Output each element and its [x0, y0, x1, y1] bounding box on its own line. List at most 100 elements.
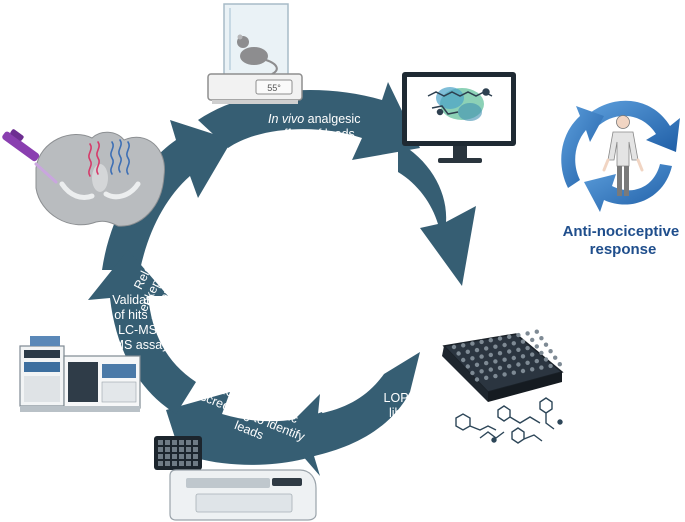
reader-well	[193, 461, 198, 466]
plate-well	[474, 362, 480, 367]
plate-well	[530, 337, 535, 343]
plate-well	[484, 360, 489, 366]
plate-well	[553, 355, 558, 360]
reader-well	[158, 454, 163, 459]
plate-well	[557, 362, 562, 367]
plate-well	[479, 339, 484, 345]
plate-well	[507, 334, 512, 339]
plate-well	[497, 351, 503, 356]
plate-well	[493, 373, 498, 379]
reader-well	[193, 454, 198, 459]
plate-well	[470, 341, 475, 346]
plate-well	[461, 357, 466, 363]
plate-well	[539, 336, 544, 341]
response-illustration: Anti-nociceptive response	[561, 100, 684, 258]
plate-well	[465, 349, 470, 354]
plate-well	[539, 365, 544, 370]
plate-well	[534, 358, 539, 364]
plate-well	[488, 352, 493, 358]
plate-well	[511, 341, 516, 346]
plate-well	[497, 365, 503, 371]
mouse-icon	[237, 34, 278, 75]
monitor-illustration	[402, 72, 516, 163]
cycle-arrows-icon	[561, 100, 680, 212]
pipette-icon	[2, 129, 58, 184]
reader-well	[172, 440, 177, 445]
reader-well	[158, 440, 163, 445]
plate-well	[474, 347, 480, 353]
plate-well	[511, 370, 516, 375]
plate-well	[470, 370, 475, 376]
plate-well	[525, 360, 530, 365]
plate-well	[461, 343, 466, 348]
arrow-ace	[166, 392, 334, 478]
reader-well	[186, 440, 191, 445]
plate-well	[507, 364, 512, 369]
arrow-release	[102, 120, 232, 270]
reader-well	[179, 440, 184, 445]
reader-well	[179, 461, 184, 466]
reader-well	[158, 447, 163, 452]
reader-well	[172, 454, 177, 459]
plate-well	[488, 338, 493, 343]
reader-well	[179, 447, 184, 452]
plate-well	[516, 347, 521, 352]
hot-plate-illustration: 55°	[207, 3, 303, 104]
plate-well	[539, 350, 544, 356]
reader-well	[165, 454, 170, 459]
plate-well	[470, 356, 475, 361]
plate-well	[484, 346, 489, 351]
cycle-arrows	[88, 82, 476, 478]
reader-well	[165, 447, 170, 452]
plate-well	[488, 367, 493, 372]
plate-well	[525, 331, 530, 336]
reader-well	[179, 454, 184, 459]
plate-well	[493, 359, 498, 364]
lcms-instrument-illustration	[19, 336, 141, 412]
plate-well	[548, 349, 553, 354]
plate-well	[479, 354, 484, 359]
plate-well	[507, 349, 512, 354]
reader-well	[165, 440, 170, 445]
label-invivo: In vivo analgesic effect of leads	[268, 112, 364, 141]
reader-well	[172, 447, 177, 452]
plate-well	[516, 362, 521, 367]
molecule-icon	[427, 88, 493, 116]
hotplate-display: 55°	[267, 83, 281, 93]
plate-well	[497, 336, 503, 341]
plate-well	[530, 352, 535, 357]
reader-well	[193, 447, 198, 452]
plate-well	[502, 372, 507, 377]
plate-well	[534, 329, 539, 334]
plate-well	[520, 354, 526, 359]
arrow-lcms	[88, 250, 196, 414]
plate-well	[516, 332, 521, 338]
plate-well	[543, 357, 549, 362]
plate-well	[474, 377, 480, 382]
reader-well	[158, 461, 163, 466]
plate-well	[479, 369, 484, 374]
plate-well	[493, 344, 498, 349]
plate-well	[530, 367, 535, 372]
reader-well	[172, 461, 177, 466]
plate-well	[484, 375, 489, 380]
label-lopac: LOPAC library	[384, 391, 429, 420]
reader-well	[186, 454, 191, 459]
release-signal-icon	[88, 139, 130, 177]
plate-well	[520, 339, 526, 344]
reader-well	[186, 461, 191, 466]
outcome-label: Anti-nociceptive response	[563, 223, 684, 258]
plate-reader-illustration	[154, 436, 317, 521]
reader-well	[186, 447, 191, 452]
plate-well	[534, 344, 539, 349]
plate-well	[456, 351, 461, 356]
person-icon	[602, 115, 644, 196]
plate-well	[451, 344, 457, 350]
plate-well	[502, 342, 507, 348]
arrow-docking	[398, 142, 476, 286]
plate-well	[548, 363, 553, 369]
reader-well	[165, 461, 170, 466]
lopac-plate-illustration	[442, 329, 564, 444]
molecule-structures-icon	[455, 397, 563, 444]
